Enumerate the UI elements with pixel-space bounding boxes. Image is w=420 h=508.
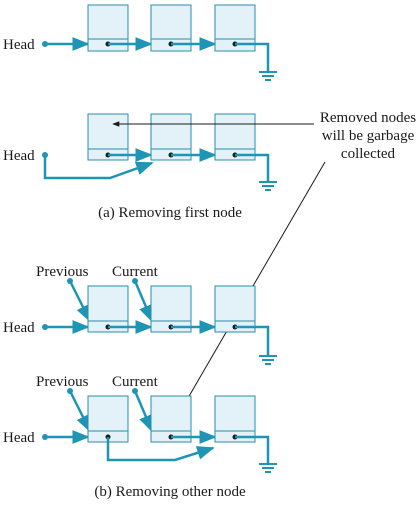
current-label: Current [112, 264, 159, 280]
current-label: Current [112, 374, 159, 390]
node-3 [214, 113, 256, 161]
node-3 [214, 285, 256, 333]
annotation-line-3: collected [341, 146, 396, 162]
previous-pointer [68, 280, 92, 323]
garbage-annotation: Removed nodes will be garbage collected [112, 110, 416, 411]
head-label: Head [3, 430, 35, 446]
annotation-line-1: Removed nodes [320, 110, 416, 126]
current-pointer [133, 280, 154, 323]
head-label: Head [3, 37, 35, 53]
current-pointer [133, 390, 154, 433]
previous-pointer [68, 390, 92, 433]
null-ground-icon [259, 71, 277, 81]
row-b2: Previous Current Head [3, 374, 277, 473]
node-3 [214, 395, 256, 443]
node-1 [87, 285, 129, 333]
row-a2: Head [3, 113, 277, 191]
head-label: Head [3, 320, 35, 336]
null-ground-icon [259, 355, 277, 365]
null-pointer [235, 153, 270, 182]
removed-node [87, 113, 129, 161]
previous-label: Previous [36, 264, 89, 280]
row-a1: Head [3, 4, 277, 81]
node-2 [150, 285, 192, 333]
null-pointer [235, 435, 270, 464]
null-ground-icon [259, 181, 277, 191]
caption-a: (a) Removing first node [98, 205, 242, 221]
node-2 [150, 113, 192, 161]
row-b1: Previous Current Head [3, 264, 277, 365]
previous-label: Previous [36, 374, 89, 390]
null-pointer [235, 325, 270, 356]
null-ground-icon [259, 463, 277, 473]
head-label: Head [3, 148, 35, 164]
bypass-pointer [106, 437, 215, 462]
head-pointer [43, 155, 154, 180]
caption-b: (b) Removing other node [94, 484, 246, 500]
annotation-line-2: will be garbage [322, 128, 415, 144]
null-pointer [235, 42, 270, 72]
removed-node [150, 395, 192, 443]
